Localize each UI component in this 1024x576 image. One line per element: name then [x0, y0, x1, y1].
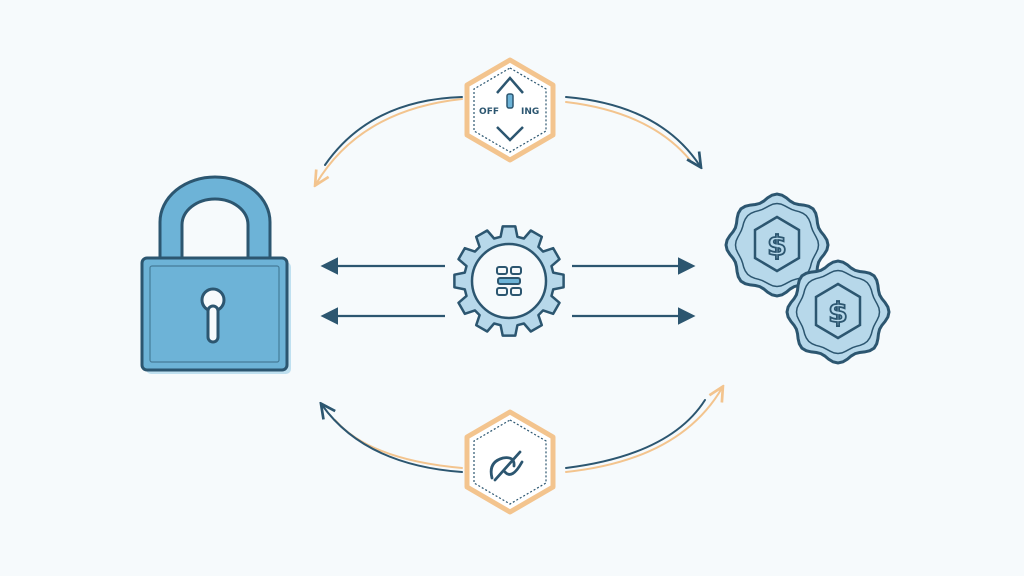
link-icon	[464, 409, 556, 515]
gear-icon	[453, 225, 565, 337]
arc-top-left	[324, 96, 463, 166]
padlock-icon	[140, 175, 291, 374]
top-hex-right-label: ING	[521, 107, 539, 117]
keyhole-icon	[200, 287, 226, 344]
arc-bottom-right-accent	[565, 388, 722, 473]
coin-front: $	[785, 259, 891, 365]
token-coins-icon: $ $	[724, 192, 891, 365]
dollar-icon: $	[767, 229, 786, 262]
arc-top-right	[565, 96, 700, 166]
top-hex-left-label: OFF	[479, 107, 499, 117]
straight-arrows	[320, 257, 696, 325]
arc-bottom-right	[565, 399, 706, 469]
dollar-icon: $	[828, 296, 847, 329]
curved-arrows	[316, 96, 722, 473]
arc-bottom-left	[322, 405, 463, 473]
on-off-ramp-icon: OFF ING	[464, 57, 556, 163]
gear-center-glyph	[496, 266, 522, 296]
arc-top-left-accent	[316, 98, 463, 184]
arc-top-right-accent	[565, 101, 691, 161]
